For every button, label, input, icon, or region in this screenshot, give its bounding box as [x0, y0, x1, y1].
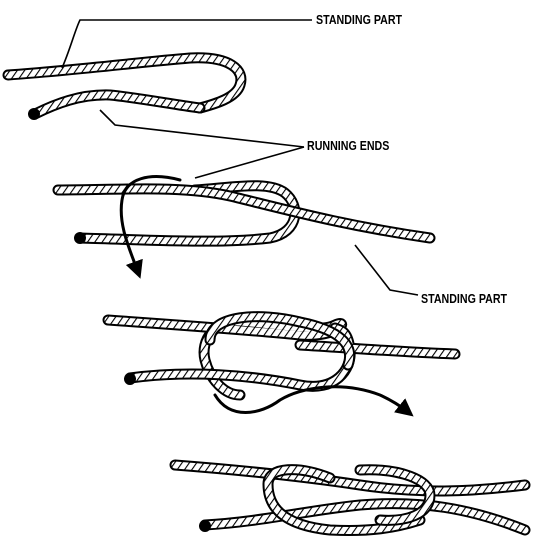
step2-upper-rope [58, 189, 430, 238]
standing-part-label-mid: STANDING PART [421, 291, 507, 307]
step3-crossing [108, 317, 455, 413]
standing-part-mid-leader [355, 245, 418, 295]
running-ends-leader-bottom [195, 147, 304, 178]
running-ends-leader-top [100, 110, 304, 147]
step1-running-rope [28, 95, 200, 120]
step4-finished-knot [175, 465, 525, 532]
step1-bight [8, 58, 241, 120]
step4-upper-rope [175, 465, 525, 491]
step2-crossing [58, 177, 430, 272]
standing-part-label-top: STANDING PART [316, 12, 402, 28]
running-ends-label: RUNNING ENDS [307, 138, 389, 154]
